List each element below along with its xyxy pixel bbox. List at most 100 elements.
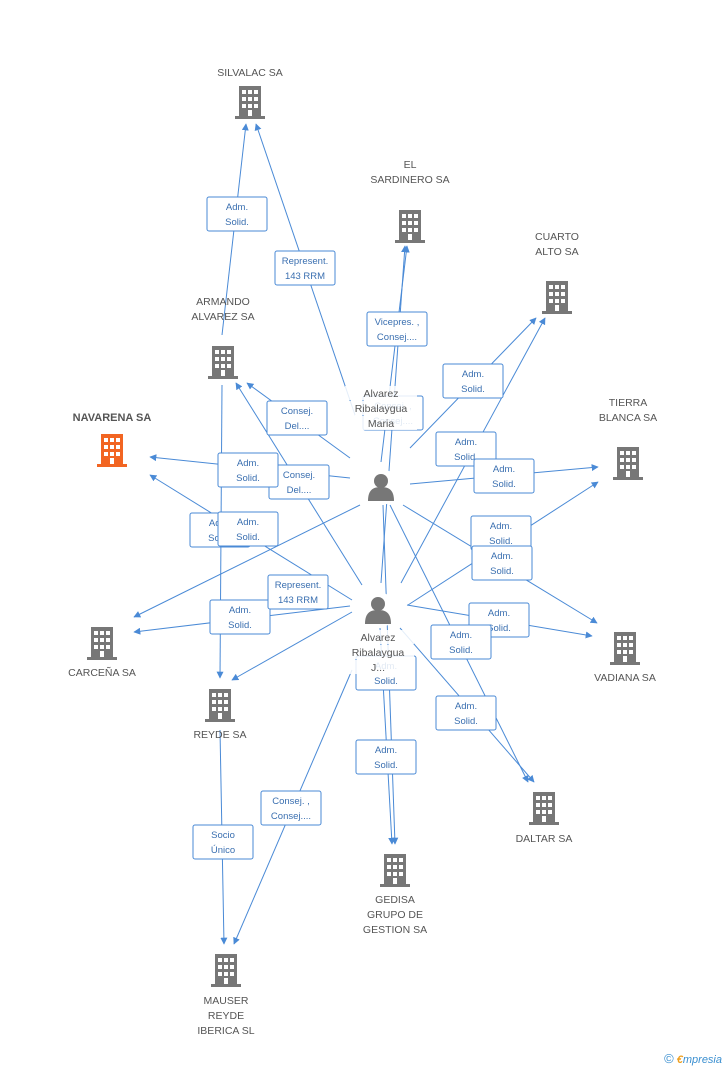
node-label: CUARTO xyxy=(535,231,579,243)
node-navarena[interactable]: NAVARENA SA xyxy=(73,412,152,467)
relation-label-maria-to-daltar[interactable]: Adm.Solid. xyxy=(430,624,492,660)
node-label: Alvarez xyxy=(363,388,398,400)
relation-label-text: Adm. xyxy=(455,437,477,448)
node-label: GEDISA xyxy=(375,894,415,906)
relation-label-text: Solid. xyxy=(492,479,516,490)
relation-label-j-to-gedisa[interactable]: Adm. Solid. xyxy=(355,739,417,775)
relation-label-text: Adm. xyxy=(462,369,484,380)
relation-label-text: 143 RRM xyxy=(285,271,325,282)
relation-label-maria-to-carcena[interactable]: Adm.Solid. xyxy=(217,511,279,547)
relation-label-text: Único xyxy=(211,845,235,856)
relation-label-text: Solid. xyxy=(225,217,249,228)
building-icon xyxy=(529,792,559,825)
building-icon xyxy=(380,854,410,887)
relation-label-text: Consej.... xyxy=(377,332,417,343)
building-icon xyxy=(211,954,241,987)
building-icon xyxy=(208,346,238,379)
relation-label-maria-to-cuarto_alto[interactable]: Adm. Solid. xyxy=(442,363,504,399)
node-carcena[interactable]: CARCEÑA SA xyxy=(68,627,136,679)
relation-label-maria-to-el_sardinero[interactable]: Vicepres. ,Consej.... xyxy=(366,311,428,347)
building-icon xyxy=(235,86,265,119)
relation-label-text: Adm. xyxy=(491,551,513,562)
relation-label-j-to-reyde[interactable]: Represent.143 RRM xyxy=(267,574,329,610)
node-vadiana[interactable]: VADIANA SA xyxy=(594,632,656,684)
brand-initial: € xyxy=(676,1054,683,1066)
relation-label-text: Solid. xyxy=(454,452,478,463)
copyright-icon: © xyxy=(664,1051,674,1066)
node-label: REYDE SA xyxy=(193,729,246,741)
relation-label-armando-to-silvalac[interactable]: Adm.Solid. xyxy=(206,196,268,232)
node-label: SARDINERO SA xyxy=(370,174,449,186)
relation-label-text: Solid. xyxy=(490,566,514,577)
building-icon xyxy=(613,447,643,480)
relation-label-text: Socio xyxy=(211,830,235,841)
relation-label-maria-to-navarena[interactable]: Adm.Solid. xyxy=(217,452,279,488)
node-label: VADIANA SA xyxy=(594,672,656,684)
relation-label-text: Solid. xyxy=(374,676,398,687)
relation-label-maria-to-silvalac[interactable]: Represent. 143 RRM xyxy=(274,250,336,286)
node-label: TIERRA xyxy=(609,397,648,409)
relation-label-text: Solid. xyxy=(454,716,478,727)
node-cuarto_alto[interactable]: CUARTO ALTO SA xyxy=(535,231,579,314)
relation-label-text: Represent. xyxy=(282,256,328,267)
node-label: ALVAREZ SA xyxy=(191,311,254,323)
relation-label-text: Solid. xyxy=(461,384,485,395)
relation-label-text: Solid. xyxy=(374,760,398,771)
relation-label-j-to-mauser[interactable]: Consej. , Consej.... xyxy=(260,790,322,826)
relation-label-text: Consej. xyxy=(283,470,315,481)
relation-label-text: Consej.... xyxy=(271,811,311,822)
node-label: DALTAR SA xyxy=(516,833,573,845)
node-label: Ribalaygua xyxy=(352,647,405,659)
relation-label-text: Solid. xyxy=(489,536,513,547)
relation-label-j-to-daltar[interactable]: Adm. Solid. xyxy=(435,695,497,731)
building-icon xyxy=(205,689,235,722)
relation-label-text: Adm. xyxy=(455,701,477,712)
node-label: CARCEÑA SA xyxy=(68,666,136,679)
building-icon xyxy=(87,627,117,660)
node-label: SILVALAC SA xyxy=(217,67,283,79)
edge-labels-layer: Adm. Solid. Represent. 143 RRM Vicepres. ,Co… xyxy=(189,196,535,860)
node-armando[interactable]: ARMANDO ALVAREZ SA xyxy=(191,296,255,379)
node-reyde[interactable]: REYDE SA xyxy=(193,689,247,741)
relation-label-text: Solid. xyxy=(487,623,511,634)
brand-name: mpresia xyxy=(682,1054,722,1066)
relation-label-text: Solid. xyxy=(236,532,260,543)
node-label: GESTION SA xyxy=(363,924,427,936)
relation-label-j-to-cuarto_alto[interactable]: Adm. Solid. xyxy=(435,431,497,467)
relation-label-text: Solid. xyxy=(236,473,260,484)
node-label: ARMANDO xyxy=(196,296,250,308)
node-label: Maria xyxy=(368,418,394,430)
node-label: ALTO SA xyxy=(535,246,578,258)
relation-label-j-to-tierra_blanca[interactable]: Adm. Solid. xyxy=(470,515,532,551)
node-silvalac[interactable]: SILVALAC SA xyxy=(217,67,283,119)
relation-label-text: Adm. xyxy=(375,745,397,756)
node-label: REYDE xyxy=(208,1010,244,1022)
node-label: GRUPO DE xyxy=(367,909,423,921)
relation-label-maria-to-armando[interactable]: Consej.Del.... xyxy=(266,400,328,436)
relation-label-text: Adm. xyxy=(490,521,512,532)
node-label: J... xyxy=(371,662,385,674)
node-label: Ribalaygua xyxy=(355,403,408,415)
relation-label-text: Consej. , xyxy=(272,796,310,807)
relation-label-text: Adm. xyxy=(450,630,472,641)
node-j[interactable]: AlvarezRibalayguaJ... xyxy=(342,592,414,674)
building-icon xyxy=(610,632,640,665)
relation-label-text: Solid. xyxy=(228,620,252,631)
relation-label-maria-to-vadiana[interactable]: Adm. Solid. xyxy=(471,545,533,581)
building-icon xyxy=(542,281,572,314)
relation-label-text: Adm. xyxy=(488,608,510,619)
edge-j-to-reyde xyxy=(231,611,353,681)
relation-label-j-to-carcena[interactable]: Adm.Solid. xyxy=(209,599,271,635)
building-icon-highlight xyxy=(97,434,127,467)
relation-label-maria-to-tierra_blanca[interactable]: Adm.Solid. xyxy=(473,458,535,494)
node-gedisa[interactable]: GEDISA GRUPO DE GESTION SA xyxy=(363,854,427,936)
relation-label-j-to-armando[interactable]: Consej.Del.... xyxy=(268,464,330,500)
node-daltar[interactable]: DALTAR SA xyxy=(516,792,573,845)
